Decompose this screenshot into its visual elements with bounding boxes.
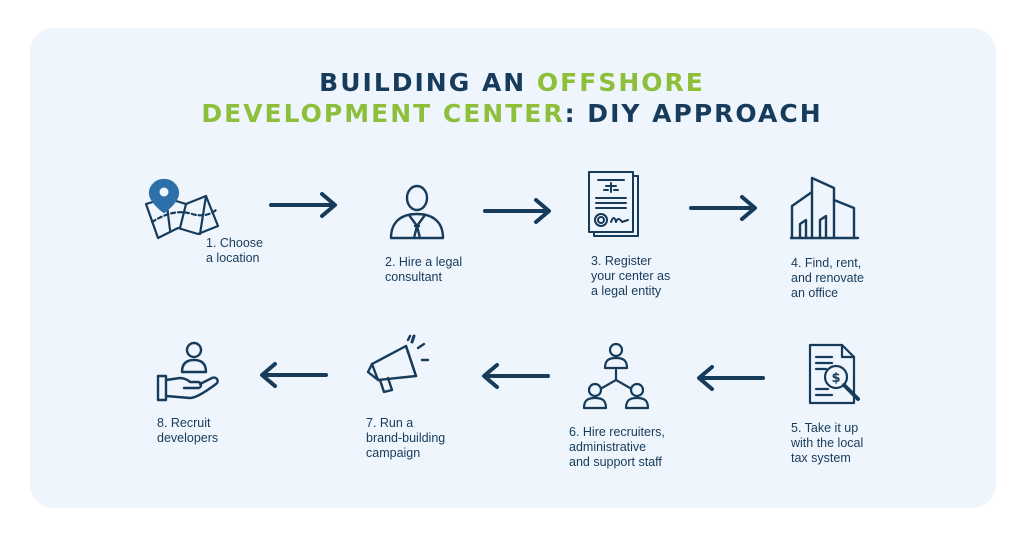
tax-document-icon: $ — [806, 343, 862, 407]
step-1-label: 1. Choose a location — [206, 236, 263, 265]
arrow-right-icon — [482, 197, 554, 225]
location-map-icon — [140, 178, 224, 244]
arrow-left-icon — [694, 364, 766, 392]
diagram-card — [30, 28, 996, 508]
arrow-right-icon — [688, 194, 760, 222]
office-building-icon — [790, 176, 860, 240]
svg-text:$: $ — [831, 371, 840, 386]
title-highlight: OFFSHORE — [536, 68, 705, 97]
legal-consultant-icon — [387, 184, 447, 240]
step-6-label: 6. Hire recruiters, administrative and s… — [569, 425, 665, 469]
arrow-right-icon — [268, 191, 340, 219]
step-7-label: 7. Run a brand-building campaign — [366, 416, 446, 460]
legal-document-icon — [584, 170, 644, 240]
arrow-left-icon — [479, 362, 551, 390]
title-highlight: DEVELOPMENT CENTER — [201, 99, 565, 128]
team-network-icon — [580, 340, 652, 412]
step-5-label: 5. Take it up with the local tax system — [791, 421, 864, 465]
diagram-title-line-2: DEVELOPMENT CENTER: DIY APPROACH — [201, 99, 823, 128]
step-4-label: 4. Find, rent, and renovate an office — [791, 256, 864, 300]
step-3-label: 3. Register your center as a legal entit… — [591, 254, 671, 298]
step-2-label: 2. Hire a legal consultant — [385, 255, 463, 284]
arrow-left-icon — [257, 361, 329, 389]
hand-person-icon — [156, 340, 222, 402]
diagram-title-line-1: BUILDING AN OFFSHORE — [319, 68, 705, 97]
megaphone-icon — [364, 334, 434, 398]
step-8-label: 8. Recruit developers — [157, 416, 219, 445]
